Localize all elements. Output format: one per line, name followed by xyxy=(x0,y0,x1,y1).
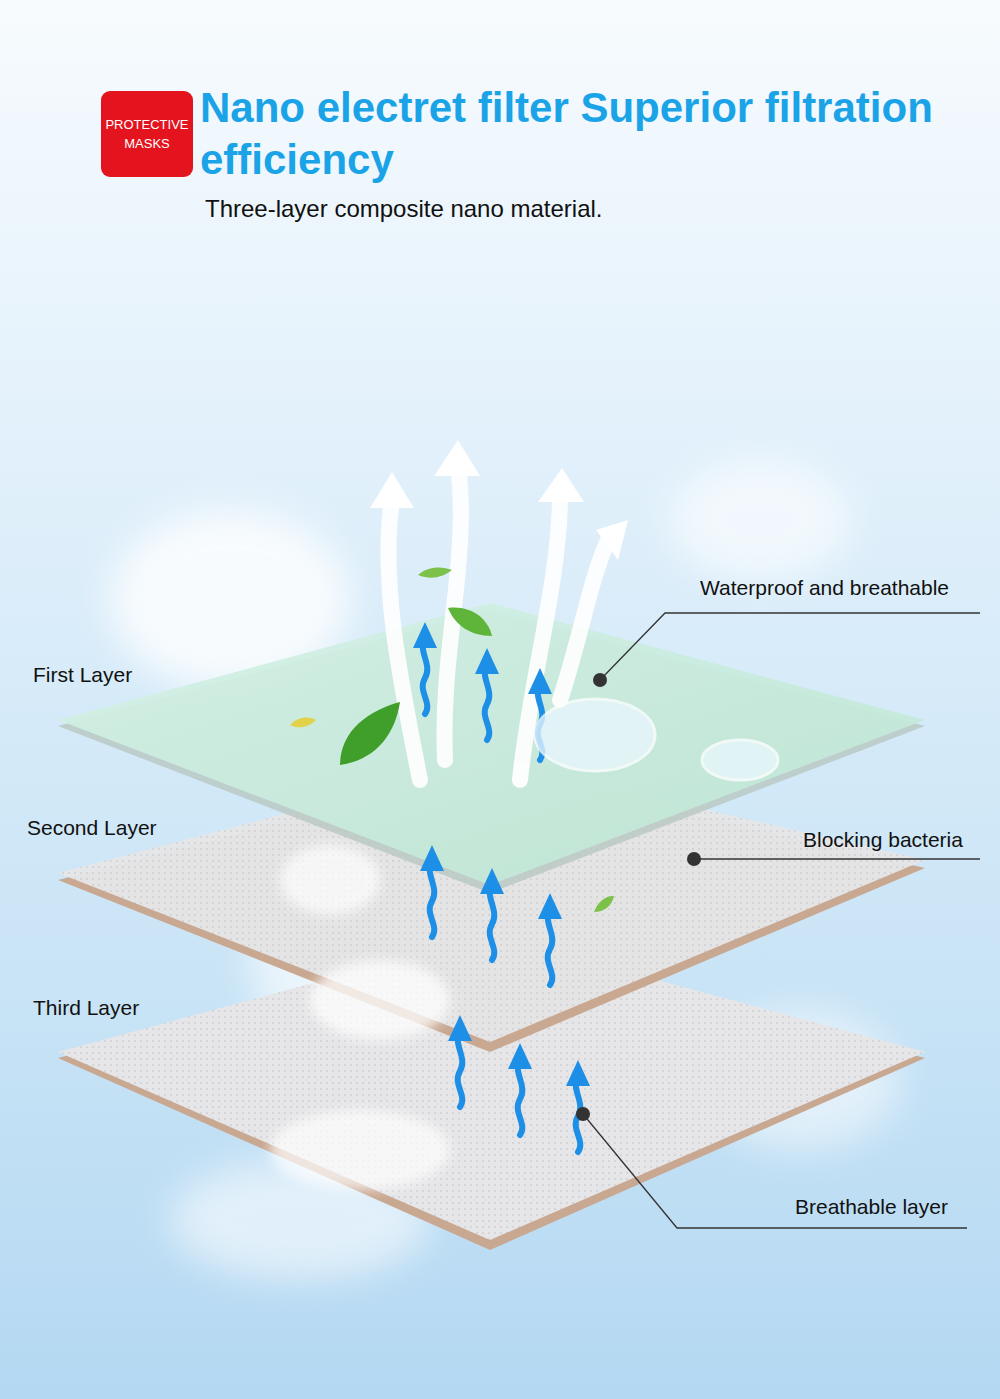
callout-label: Blocking bacteria xyxy=(803,828,963,852)
callout-label: First Layer xyxy=(33,663,132,687)
badge-text: PROTECTIVE MASKS xyxy=(103,115,191,154)
callout-label: Second Layer xyxy=(27,816,157,840)
brand-badge: PROTECTIVE MASKS xyxy=(101,91,193,177)
callout-label: Waterproof and breathable xyxy=(700,576,949,600)
subheading: Three-layer composite nano material. xyxy=(205,195,965,223)
heading: Nano electret filter Superior filtration… xyxy=(200,82,990,186)
callout-label: Third Layer xyxy=(33,996,139,1020)
callout-label: Breathable layer xyxy=(795,1195,948,1219)
